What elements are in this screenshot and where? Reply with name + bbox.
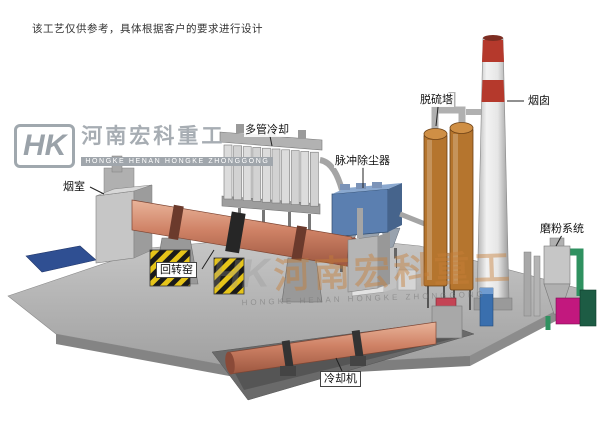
company-logo: HK 河南宏科重工 HONGKE HENAN HONGKE ZHONGGONG bbox=[14, 124, 274, 168]
grinding-system bbox=[523, 237, 597, 330]
label-rotary-kiln: 回转窑 bbox=[156, 262, 197, 278]
leader-lines bbox=[89, 100, 563, 372]
label-desulfurization-tower: 脱硫塔 bbox=[419, 93, 454, 107]
label-chimney: 烟囱 bbox=[527, 94, 551, 108]
logo-latin-name: HONGKE HENAN HONGKE ZHONGGONG bbox=[81, 157, 274, 166]
disclaimer-text: 该工艺仅供参考，具体根据客户的要求进行设计 bbox=[32, 23, 263, 35]
kiln-hood bbox=[347, 208, 390, 293]
blue-mat bbox=[25, 245, 97, 273]
cooler-tubes bbox=[223, 144, 319, 207]
label-cooling-machine: 冷却机 bbox=[320, 371, 361, 387]
label-pulse-dust-collector: 脉冲除尘器 bbox=[334, 154, 391, 168]
label-multi-tube-cooler: 多管冷却 bbox=[244, 123, 290, 137]
chimney bbox=[473, 35, 513, 311]
logo-monogram-icon: HK bbox=[14, 124, 76, 168]
label-smoke-chamber: 烟室 bbox=[62, 180, 86, 194]
desulfurization-tower bbox=[423, 92, 484, 310]
logo-company-name: 河南宏科重工 bbox=[81, 125, 226, 148]
label-grinding-system: 磨粉系统 bbox=[539, 222, 585, 236]
cooling-machine bbox=[225, 305, 463, 376]
